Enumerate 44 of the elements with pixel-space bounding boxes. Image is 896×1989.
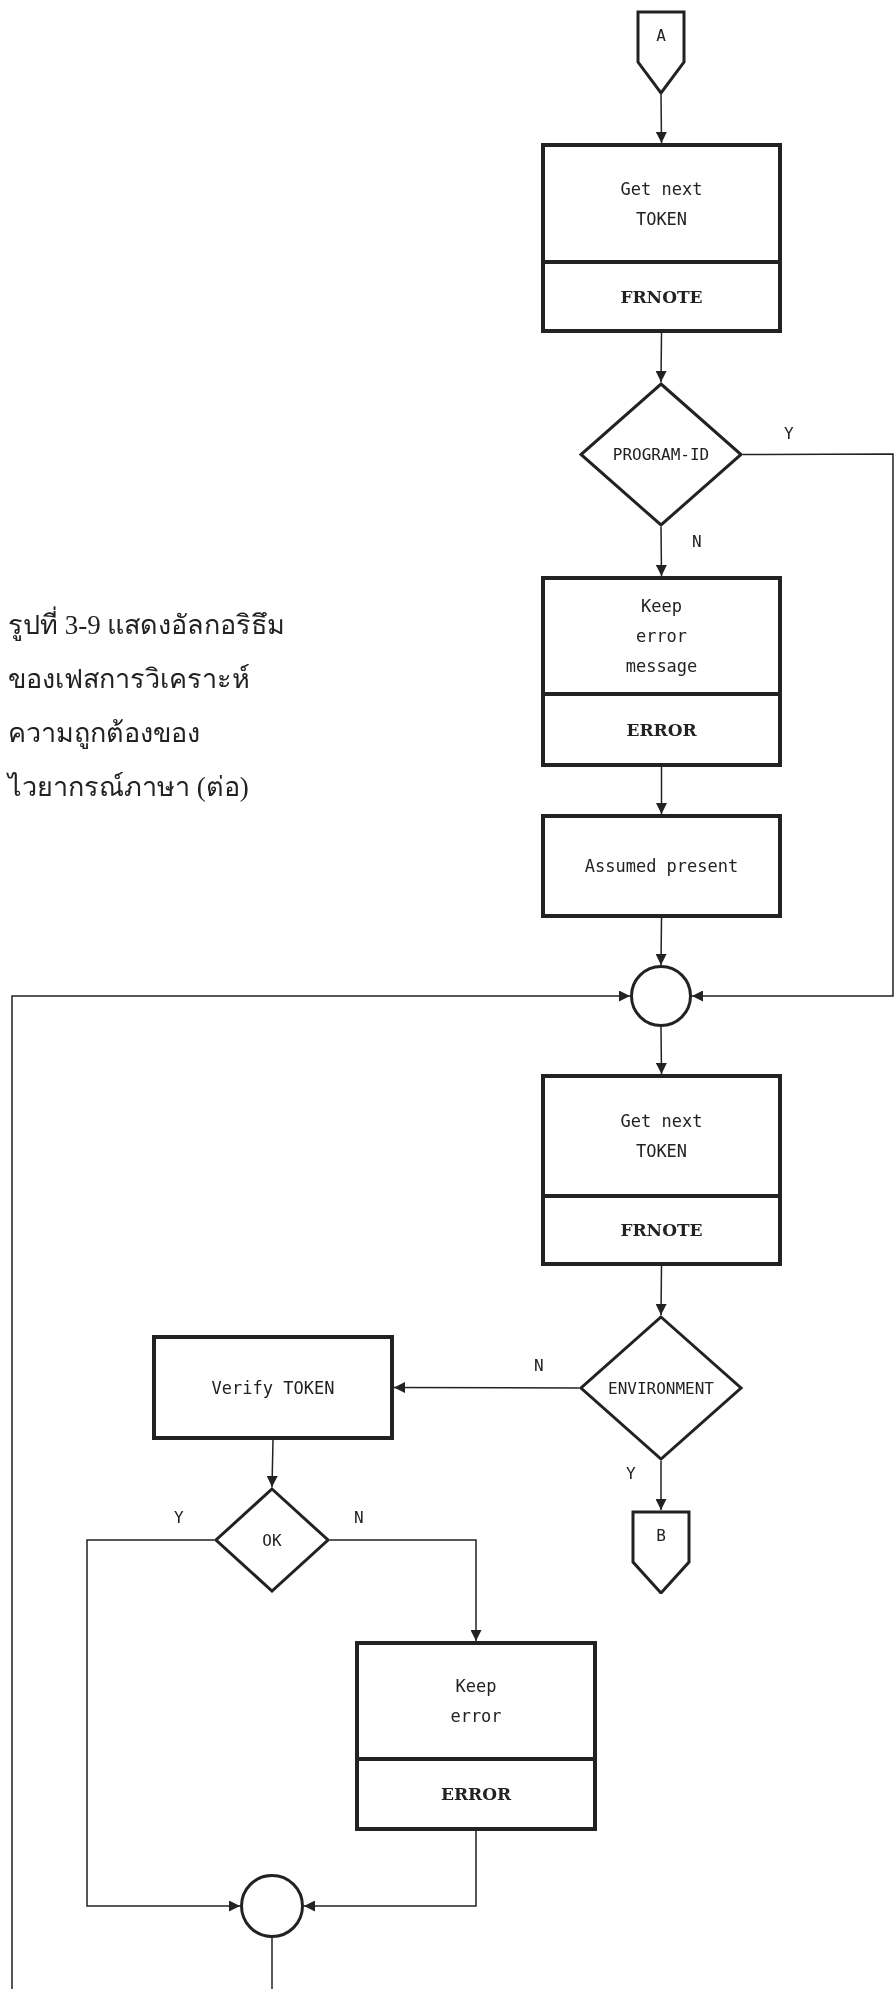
arrow xyxy=(86,1539,241,1912)
arrow xyxy=(393,1382,580,1394)
step-text: Get next TOKEN xyxy=(619,1110,704,1163)
step-text: Keep error message xyxy=(624,595,699,678)
module-cell: ERROR xyxy=(359,1757,593,1827)
module-cell: FRNOTE xyxy=(545,1194,778,1262)
arrow xyxy=(329,1539,482,1642)
arrow xyxy=(656,766,667,815)
arrow xyxy=(691,453,894,1002)
decision-diamond xyxy=(579,382,743,527)
junction-circle xyxy=(240,1874,304,1938)
process-box xyxy=(541,1074,782,1266)
decision-diamond xyxy=(579,1315,743,1461)
arrow xyxy=(266,1439,278,1488)
condition-text: OK xyxy=(262,1530,282,1550)
condition-text: PROGRAM-ID xyxy=(612,445,710,464)
offpage-connector xyxy=(636,10,686,94)
arrow xyxy=(655,917,667,966)
arrow xyxy=(655,332,667,383)
arrow xyxy=(655,1460,667,1511)
connector-letter: B xyxy=(656,1525,666,1545)
arrow xyxy=(655,1026,667,1075)
step-text: Verify TOKEN xyxy=(211,1376,335,1400)
connector-letter: A xyxy=(656,25,666,45)
decision-diamond xyxy=(214,1487,330,1593)
process-box xyxy=(541,576,782,767)
condition-text: ENVIRONMENT xyxy=(608,1378,714,1398)
arrow xyxy=(11,990,631,1989)
step-text: Get next TOKEN xyxy=(619,177,704,231)
process-box xyxy=(152,1335,394,1440)
step-text: Assumed present xyxy=(584,855,739,878)
process-box xyxy=(541,143,782,333)
process-box xyxy=(541,814,782,918)
offpage-connector xyxy=(631,1510,691,1594)
step-text: Keep error xyxy=(449,1675,503,1728)
arrow xyxy=(655,526,667,577)
arrow xyxy=(655,1265,667,1316)
arrow xyxy=(655,93,667,144)
module-cell: ERROR xyxy=(545,692,778,763)
figure-caption: รูปที่ 3-9 แสดงอัลกอริธึมของเฟสการวิเคราะห์ความถูกต้องของไวยากรณ์ภาษา (ต่อ) xyxy=(8,598,308,814)
arrow xyxy=(303,1830,477,1912)
process-box xyxy=(355,1641,597,1831)
connector-line xyxy=(271,1937,273,1989)
module-cell: FRNOTE xyxy=(545,260,778,329)
